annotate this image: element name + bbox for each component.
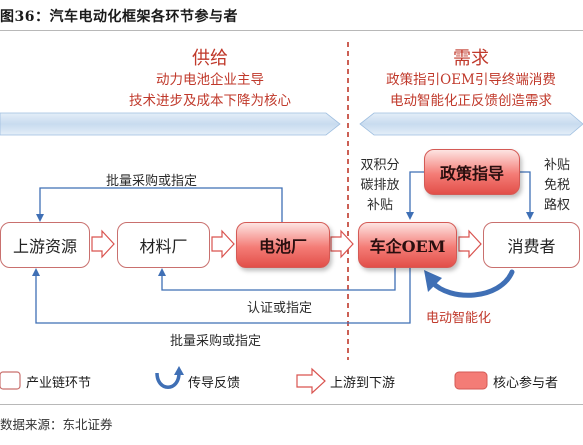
demand-title: 需求: [453, 48, 489, 69]
node-battery: 电池厂: [236, 222, 330, 268]
legend-flow: 上游到下游: [330, 375, 396, 391]
supply-header: 供给 动力电池企业主导 技术进步及成本下降为核心: [90, 44, 330, 112]
node-consumer: 消费者: [483, 222, 580, 268]
flow-arrow-battery-to-oem: [330, 229, 354, 259]
node-policy: 政策指导: [424, 149, 520, 195]
label-smart-electric: 电动智能化: [426, 311, 492, 326]
feedback-oem-to-materials: [158, 268, 396, 291]
node-materials: 材料厂: [117, 222, 210, 268]
label-policy-to-oem-text: 双积分 碳排放 补贴: [360, 158, 400, 213]
smart-electric-feedback-arrow: [424, 269, 515, 298]
title-bar: 图36：汽车电动化框架各环节参与者: [0, 0, 583, 31]
legend-flow-icon: [296, 367, 326, 395]
feedback-oem-to-upstream: [32, 268, 411, 324]
legend-feedback-icon: [155, 366, 184, 389]
supply-title: 供给: [192, 48, 228, 69]
legend-chain: 产业链环节: [26, 375, 92, 391]
figure-source: 数据来源：东北证券: [0, 417, 113, 432]
flow-arrow-materials-to-battery: [211, 229, 235, 259]
policy-to-oem-connector: [406, 171, 424, 220]
figure-title: 图36：汽车电动化框架各环节参与者: [0, 9, 238, 25]
legend-core-swatch: [454, 371, 488, 390]
legend-chain-swatch: [0, 371, 21, 390]
node-upstream-resources: 上游资源: [0, 222, 90, 268]
legend-core: 核心参与者: [493, 375, 559, 391]
supply-band-arrow: [0, 112, 341, 136]
demand-header: 需求 政策指引OEM引导终端消费 电动智能化正反馈创造需求: [360, 44, 582, 112]
label-bulk-purchase-top: 批量采购或指定: [106, 174, 198, 189]
bottom-rule: [0, 404, 583, 405]
node-oem: 车企OEM: [358, 222, 457, 268]
policy-to-consumer-connector: [520, 171, 534, 220]
label-policy-to-consumer: 补贴 免税 路权: [532, 156, 582, 216]
flow-arrow-upstream-to-materials: [91, 229, 115, 259]
supply-line-1: 动力电池企业主导: [156, 72, 264, 88]
demand-band-arrow: [359, 112, 583, 136]
flow-arrow-oem-to-consumer: [458, 229, 482, 259]
legend-feedback: 传导反馈: [188, 375, 241, 391]
label-policy-to-oem: 双积分 碳排放 补贴: [352, 156, 408, 216]
label-bulk-purchase-bottom: 批量采购或指定: [170, 334, 262, 349]
demand-line-1: 政策指引OEM引导终端消费: [386, 72, 556, 88]
feedback-battery-to-upstream: [36, 187, 283, 222]
demand-line-2: 电动智能化正反馈创造需求: [390, 93, 552, 109]
supply-line-2: 技术进步及成本下降为核心: [129, 93, 291, 109]
label-certification: 认证或指定: [247, 301, 313, 316]
label-policy-to-consumer-text: 补贴 免税 路权: [543, 158, 570, 213]
